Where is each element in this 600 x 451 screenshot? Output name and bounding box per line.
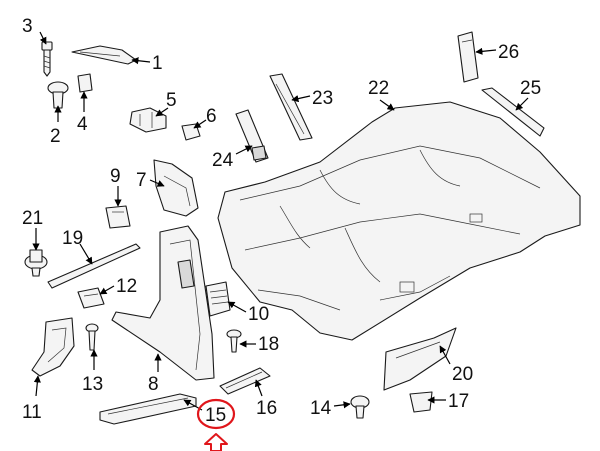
label-part-24: 24 <box>212 150 234 171</box>
part-labels: 3 1 2 4 5 6 7 9 21 19 12 10 18 13 8 11 1… <box>22 16 541 426</box>
label-part-22: 22 <box>368 78 389 99</box>
highlight-arrow-icon <box>204 433 228 451</box>
screw-part[interactable] <box>41 41 53 77</box>
label-part-12: 12 <box>116 276 137 297</box>
label-part-15: 15 <box>205 405 226 426</box>
strip-19-part[interactable] <box>47 243 141 289</box>
label-part-14: 14 <box>310 398 332 419</box>
highlight-part-15 <box>196 398 236 451</box>
kick-panel-part[interactable] <box>31 317 75 377</box>
label-part-25: 25 <box>520 78 541 99</box>
label-part-18: 18 <box>258 334 279 355</box>
small-clip-part[interactable] <box>77 73 93 93</box>
label-part-16: 16 <box>256 398 277 419</box>
label-part-19: 19 <box>62 228 83 249</box>
clip-17-part[interactable] <box>409 391 433 413</box>
sill-plate-part[interactable] <box>99 393 197 425</box>
label-part-10: 10 <box>248 304 269 325</box>
label-part-21: 21 <box>22 208 43 229</box>
push-clip-21-part[interactable] <box>24 249 48 277</box>
label-part-2: 2 <box>50 126 61 147</box>
label-part-6: 6 <box>206 106 217 127</box>
label-part-23: 23 <box>312 88 333 109</box>
push-pin-18-part[interactable] <box>226 329 242 353</box>
label-part-5: 5 <box>166 90 177 111</box>
seal-strip-25-part[interactable] <box>481 87 545 137</box>
rear-panel-part[interactable] <box>383 327 457 391</box>
carpet-part[interactable] <box>217 101 581 341</box>
label-part-1: 1 <box>152 53 163 74</box>
label-part-3: 3 <box>22 16 33 37</box>
highlight-circle <box>196 398 236 430</box>
label-part-4: 4 <box>77 114 88 135</box>
label-part-8: 8 <box>148 374 159 395</box>
screw-13-part[interactable] <box>85 323 99 351</box>
label-part-9: 9 <box>110 166 121 187</box>
label-part-11: 11 <box>22 402 42 423</box>
retainer-9-part[interactable] <box>105 205 131 229</box>
label-part-20: 20 <box>452 364 473 385</box>
b-pillar-trim-part[interactable] <box>111 225 215 381</box>
label-part-13: 13 <box>82 374 103 395</box>
label-part-17: 17 <box>448 391 469 412</box>
vent-grille-part[interactable] <box>205 281 231 317</box>
trim-bracket-24-part[interactable] <box>235 109 269 163</box>
bracket-part[interactable] <box>129 107 167 133</box>
upper-pillar-trim-part[interactable] <box>153 159 199 217</box>
trim-strip-part[interactable] <box>71 45 137 65</box>
clip-12-part[interactable] <box>77 287 105 309</box>
push-clip-part[interactable] <box>47 81 69 109</box>
trim-panel-23-part[interactable] <box>269 73 313 141</box>
label-part-26: 26 <box>498 42 519 63</box>
label-part-7: 7 <box>136 170 147 191</box>
cover-26-part[interactable] <box>457 31 479 83</box>
push-clip-14-part[interactable] <box>350 395 370 419</box>
rear-sill-strip-part[interactable] <box>219 367 271 395</box>
leader-lines <box>32 31 529 411</box>
